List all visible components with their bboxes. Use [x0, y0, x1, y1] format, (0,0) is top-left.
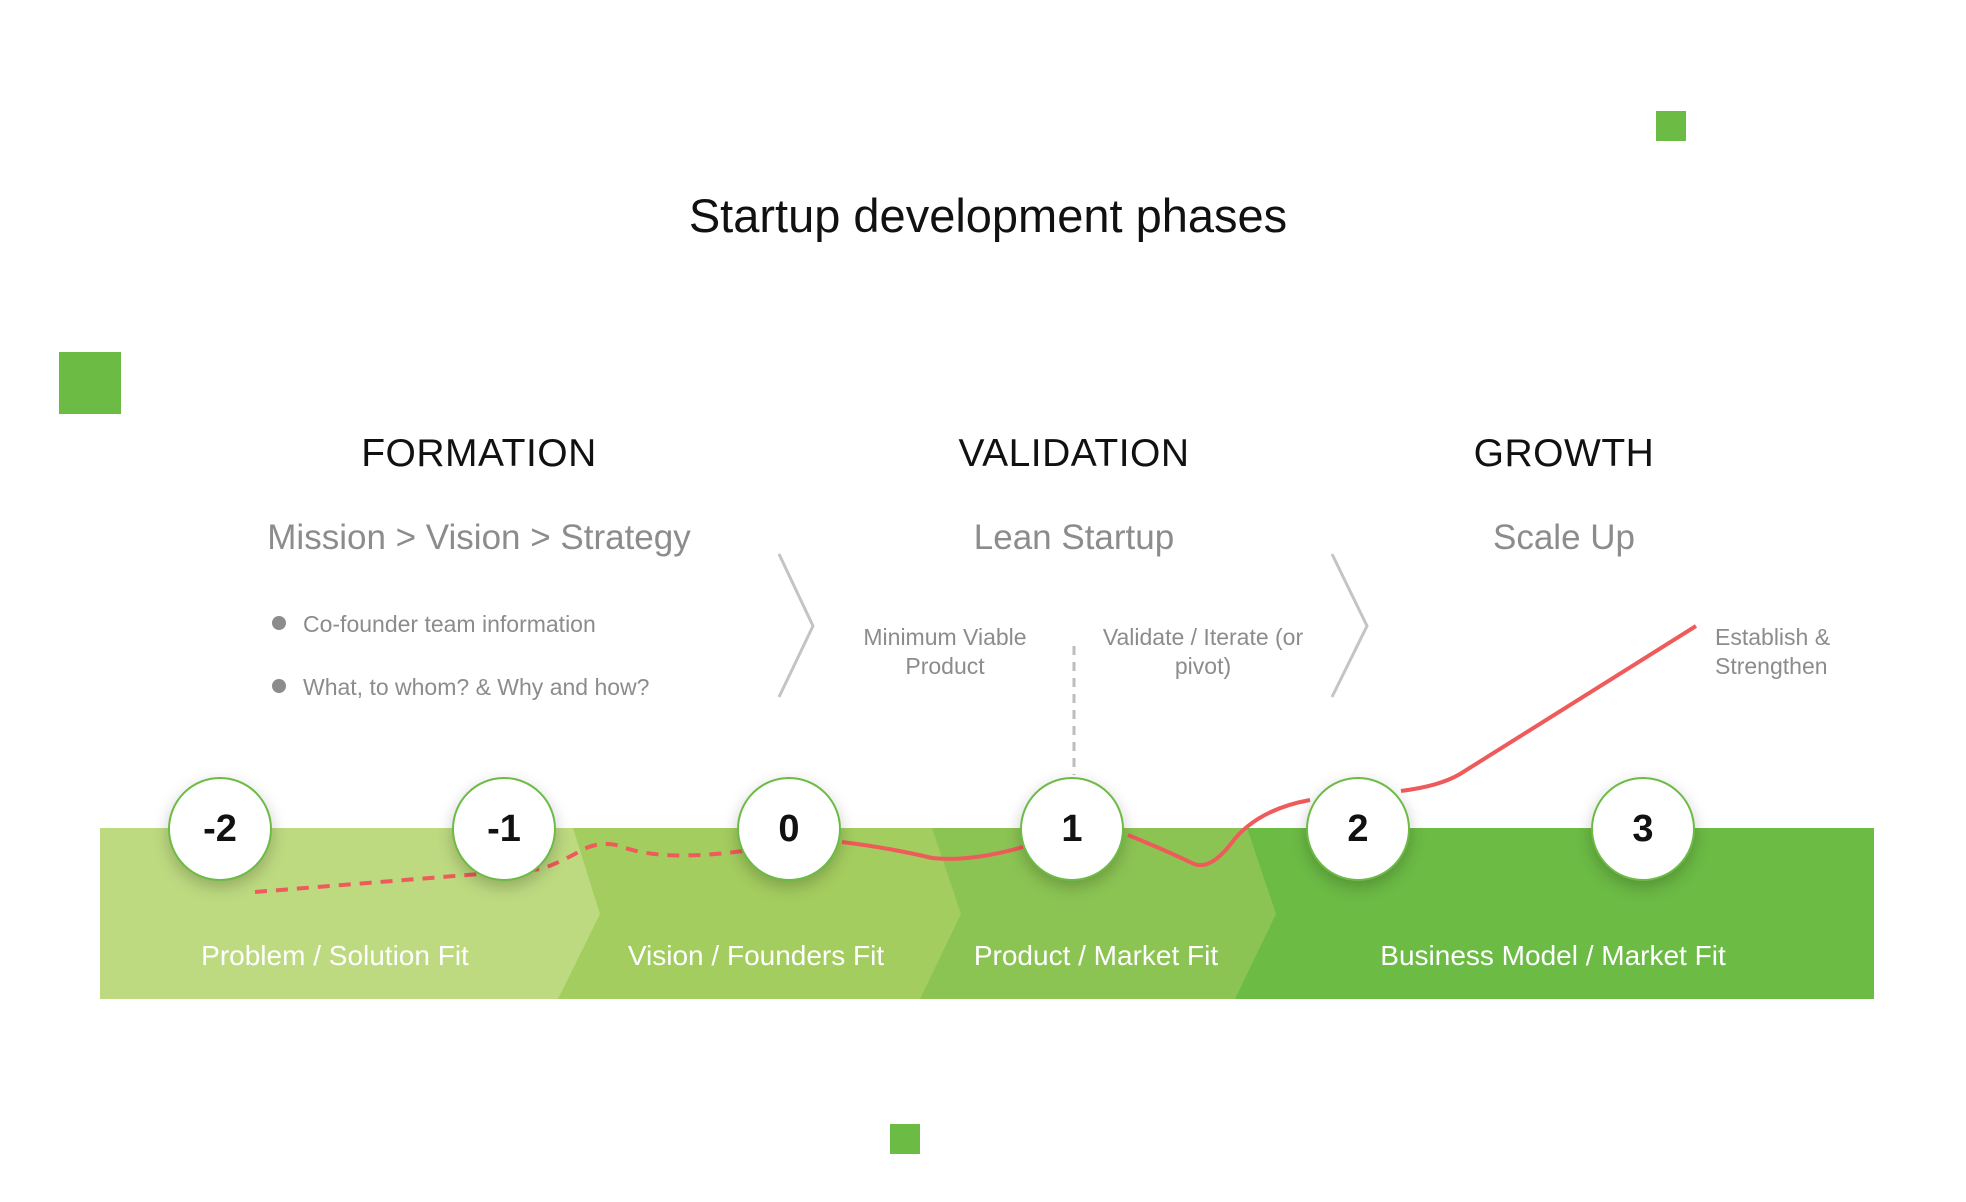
milestone-circle: 0 — [737, 777, 841, 881]
phase-subtitle-validation: Lean Startup — [973, 518, 1175, 557]
decor-square — [59, 352, 121, 414]
milestone-circle: -2 — [168, 777, 272, 881]
stage-band-3 — [920, 828, 1276, 999]
bullet-text: What, to whom? & Why and how? — [303, 674, 650, 700]
phase-subtitle-growth: Scale Up — [1492, 518, 1636, 557]
phase-heading-validation: VALIDATION — [958, 432, 1190, 475]
bullet-text: Co-founder team information — [303, 611, 596, 637]
stage-label-vision-founders: Vision / Founders Fit — [627, 940, 885, 971]
bullet-item: Co-founder team information — [272, 611, 596, 638]
stage-label-product-market: Product / Market Fit — [973, 940, 1219, 971]
decor-square — [1656, 111, 1686, 141]
bullet-item: What, to whom? & Why and how? — [272, 674, 649, 701]
note-validate: Validate / Iterate (or pivot) — [1102, 624, 1304, 679]
stage-label-business-model: Business Model / Market Fit — [1380, 940, 1726, 971]
milestone-circle: -1 — [452, 777, 556, 881]
chevron-separator-icon — [1330, 553, 1369, 698]
bullet-dot-icon — [272, 616, 286, 630]
milestone-circle: 3 — [1591, 777, 1695, 881]
decor-square — [890, 1124, 920, 1154]
progress-curve — [1400, 624, 1698, 793]
progress-curve — [1127, 798, 1311, 868]
milestone-circle: 2 — [1306, 777, 1410, 881]
progress-curve — [841, 840, 1024, 861]
stage-band-4 — [1235, 828, 1874, 999]
phase-subtitle-formation: Mission > Vision > Strategy — [267, 518, 691, 557]
diagram-title: Startup development phases — [688, 189, 1288, 242]
bullet-dot-icon — [272, 679, 286, 693]
note-mvp: Minimum Viable Product — [863, 624, 1027, 679]
phase-heading-growth: GROWTH — [1473, 432, 1655, 475]
phase-heading-formation: FORMATION — [361, 432, 597, 475]
note-establish: Establish & Strengthen — [1715, 624, 1831, 679]
milestone-circle: 1 — [1020, 777, 1124, 881]
stage-label-problem-solution: Problem / Solution Fit — [201, 940, 469, 971]
progress-curve-dashed — [254, 841, 744, 894]
stage-band-2 — [558, 828, 961, 999]
chevron-separator-icon — [777, 553, 815, 698]
